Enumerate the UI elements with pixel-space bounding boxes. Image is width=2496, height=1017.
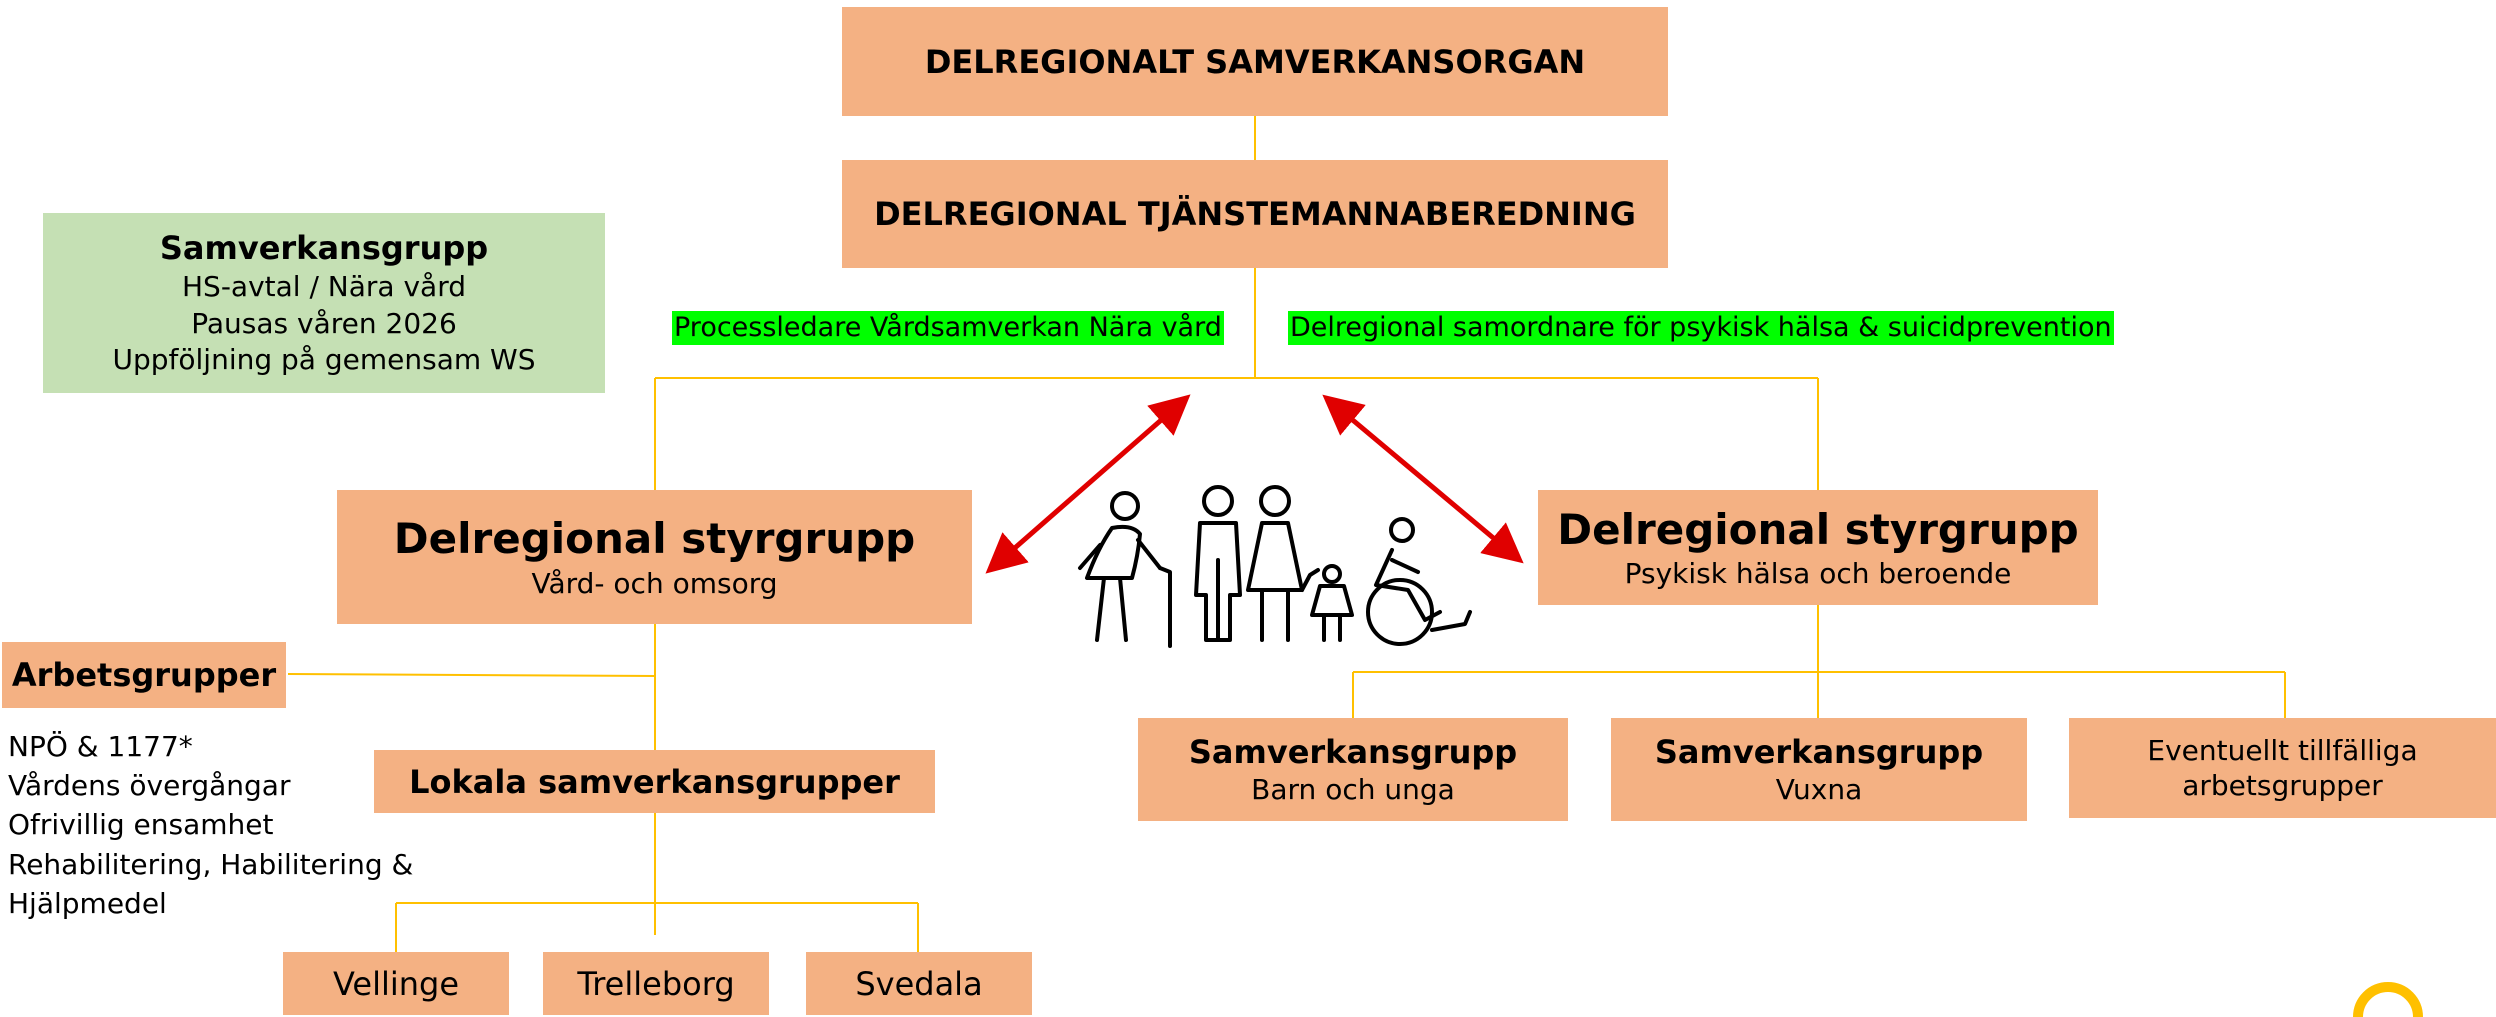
highlight-processledare: Processledare Vårdsamverkan Nära vård bbox=[672, 311, 1224, 346]
styrgrupp-vard-subtitle: Vård- och omsorg bbox=[531, 566, 778, 600]
styrgrupp-psykisk-subtitle: Psykisk hälsa och beroende bbox=[1624, 557, 2012, 591]
municipality-label: Trelleborg bbox=[577, 964, 735, 1003]
municipality-label: Svedala bbox=[855, 964, 983, 1003]
group-title: Samverkansgrupp bbox=[1188, 733, 1518, 771]
municipality-svedala: Svedala bbox=[806, 952, 1032, 1015]
styrgrupp-psykisk-title: Delregional styrgrupp bbox=[1557, 504, 2079, 554]
styrgrupp-vard-box: Delregional styrgrupp Vård- och omsorg bbox=[337, 490, 972, 624]
elderly-person-icon bbox=[1078, 491, 1172, 648]
temporary-line: arbetsgrupper bbox=[2182, 769, 2383, 802]
family-icon bbox=[1194, 485, 1354, 642]
municipality-label: Vellinge bbox=[332, 964, 460, 1003]
group-title: Samverkansgrupp bbox=[1654, 733, 1984, 771]
arbetsgrupper-title: Arbetsgrupper bbox=[11, 656, 277, 694]
tjanstemannaberedning-title: DELREGIONAL TJÄNSTEMANNABEREDNING bbox=[874, 195, 1636, 233]
logo-fragment bbox=[2353, 982, 2423, 1017]
work-item: Hjälpmedel bbox=[8, 886, 167, 920]
tjanstemannaberedning-box: DELREGIONAL TJÄNSTEMANNABEREDNING bbox=[842, 160, 1668, 268]
tillfalliga-arbetsgrupper-box: Eventuellt tillfälliga arbetsgrupper bbox=[2069, 718, 2496, 818]
highlight-samordnare: Delregional samordnare för psykisk hälsa… bbox=[1288, 311, 2114, 346]
group-subtitle: Vuxna bbox=[1775, 773, 1863, 806]
arbetsgrupper-list: NPÖ & 1177* Vårdens övergångar Ofrivilli… bbox=[8, 727, 413, 923]
samverkansgrupp-vuxna-box: Samverkansgrupp Vuxna bbox=[1611, 718, 2027, 821]
side-group-line: Pausas våren 2026 bbox=[191, 306, 457, 340]
side-group-title: Samverkansgrupp bbox=[159, 228, 489, 267]
right-double-arrow bbox=[1322, 394, 1524, 564]
municipality-trelleborg: Trelleborg bbox=[543, 952, 769, 1015]
side-group-line: HS-avtal / Nära vård bbox=[181, 270, 466, 304]
work-item: NPÖ & 1177* bbox=[8, 730, 193, 763]
group-subtitle: Barn och unga bbox=[1251, 773, 1455, 806]
left-double-arrow bbox=[985, 394, 1191, 574]
side-samverkansgrupp-box: Samverkansgrupp HS-avtal / Nära vård Pau… bbox=[43, 213, 605, 393]
work-item: Vårdens övergångar bbox=[8, 769, 291, 803]
arbetsgrupper-box: Arbetsgrupper bbox=[2, 642, 286, 708]
side-group-line: Uppföljning på gemensam WS bbox=[112, 342, 536, 376]
lokala-title: Lokala samverkansgrupper bbox=[409, 762, 900, 801]
municipality-vellinge: Vellinge bbox=[283, 952, 509, 1015]
temporary-line: Eventuellt tillfälliga bbox=[2147, 734, 2418, 767]
lokala-samverkansgrupper-box: Lokala samverkansgrupper bbox=[374, 750, 935, 813]
samverkansorgan-title: DELREGIONALT SAMVERKANSORGAN bbox=[924, 42, 1586, 81]
samverkansorgan-box: DELREGIONALT SAMVERKANSORGAN bbox=[842, 7, 1668, 116]
work-item: Ofrivillig ensamhet bbox=[8, 808, 274, 842]
styrgrupp-psykisk-box: Delregional styrgrupp Psykisk hälsa och … bbox=[1538, 490, 2098, 605]
styrgrupp-vard-title: Delregional styrgrupp bbox=[393, 514, 916, 564]
samverkansgrupp-barn-box: Samverkansgrupp Barn och unga bbox=[1138, 718, 1568, 821]
work-item: Rehabilitering, Habilitering & bbox=[8, 847, 414, 881]
wheelchair-user-icon bbox=[1366, 517, 1472, 646]
